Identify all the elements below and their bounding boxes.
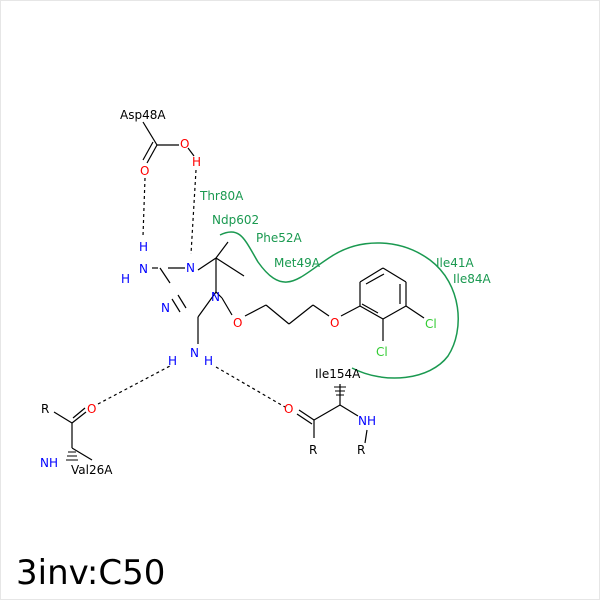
oxygen-atom: O (330, 316, 339, 330)
oxygen-atom: O (140, 164, 149, 178)
bonds (53, 121, 425, 461)
amine-nh-label: NH (40, 456, 58, 470)
chlorine-atom: Cl (425, 317, 437, 331)
amine-nh-label: NH (358, 414, 376, 428)
hydrophobic-contact-arc (219, 231, 459, 379)
ndp602-label: Ndp602 (212, 213, 259, 227)
thr80a-label: Thr80A (199, 189, 244, 203)
r-group-label: R (309, 443, 317, 457)
nitrogen-atom: N (211, 290, 220, 304)
ile41a-label: Ile41A (436, 256, 475, 270)
val26a-label: Val26A (71, 463, 113, 477)
r-group-label: R (41, 402, 49, 416)
oxygen-atom: O (180, 137, 189, 151)
met49a-label: Met49A (274, 256, 321, 270)
structure-id-title: 3inv:C50 (16, 553, 165, 593)
hydrogen-atom: H (139, 240, 148, 254)
oxygen-atom: O (87, 402, 96, 416)
nitrogen-atom: N (139, 262, 148, 276)
stereo-hashes (66, 386, 346, 461)
ile154a-label: Ile154A (315, 367, 361, 381)
hydrogen-atom: H (204, 354, 213, 368)
asp48a-label: Asp48A (120, 108, 166, 122)
hydrogen-atom: H (121, 272, 130, 286)
oxygen-atom: O (233, 316, 242, 330)
oxygen-atom: O (284, 402, 293, 416)
chlorine-atom: Cl (376, 345, 388, 359)
hydrogen-bonds (97, 169, 286, 408)
nitrogen-atom: N (190, 346, 199, 360)
r-group-label: R (357, 443, 365, 457)
nitrogen-atom: N (186, 261, 195, 275)
hydrogen-atom: H (192, 155, 201, 169)
hydrogen-atom: H (168, 354, 177, 368)
ile84a-label: Ile84A (453, 272, 492, 286)
nitrogen-atom: N (161, 301, 170, 315)
phe52a-label: Phe52A (256, 231, 302, 245)
